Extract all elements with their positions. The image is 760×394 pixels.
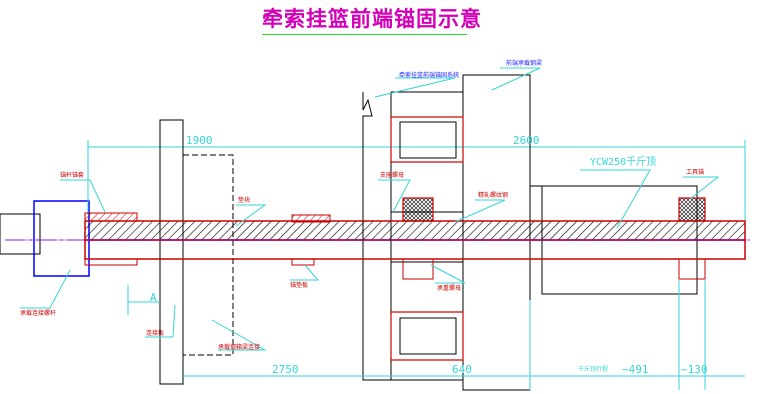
label-top-1: 牵索挂篮前端锚固系统 (399, 72, 460, 79)
dim-2750: 2750 (272, 363, 299, 376)
label-right-nut: 工具锚 (686, 169, 705, 176)
pad-middle (402, 197, 434, 222)
left-stub (0, 213, 41, 255)
dim-130: ~130 (681, 363, 708, 376)
label-left-top: 锚杆锚套 (60, 172, 85, 179)
mid-column-left (362, 92, 392, 381)
mid-nut-low (291, 258, 315, 266)
left-block-inner (182, 154, 234, 356)
label-lower-rod: 承重螺母 (437, 285, 462, 292)
left-block (159, 119, 184, 385)
label-anchor-plate: 锚垫板 (290, 282, 309, 289)
pad-right (678, 197, 706, 222)
label-bottom-left2: 连接板 (146, 330, 165, 337)
label-anchor-rod2: 精轧螺纹钢 (478, 192, 509, 199)
left-bracket (33, 200, 90, 277)
dim-491: ~491 (622, 363, 649, 376)
upper-steel-box (390, 116, 464, 163)
left-nut-low (84, 258, 138, 266)
label-bottom-left: 承载连接螺杆 (20, 310, 57, 317)
title-underline (262, 34, 467, 35)
main-rod-lower (84, 239, 746, 260)
label-bottom-mid2: 承载钢箱梁连接 (218, 344, 261, 351)
lower-steel-box (390, 311, 464, 361)
label-ycw: YCW250千斤顶 (590, 157, 657, 168)
label-pad-mid: 垫块 (238, 197, 251, 204)
drawing-title: 牵索挂篮前端锚固示意 (262, 6, 482, 31)
label-top-2: 前端承载钢梁 (506, 60, 543, 67)
main-rod (84, 220, 746, 241)
upper-steel-inner (399, 121, 457, 159)
pad-middle-low (402, 258, 434, 280)
pad-right-low (678, 258, 706, 280)
label-nut-mid: 支座螺母 (380, 172, 405, 179)
left-nut (84, 212, 138, 222)
lower-steel-inner (399, 317, 457, 355)
mid-nut (291, 214, 331, 223)
dim-2600: 2600 (513, 134, 540, 147)
dim-a: A (150, 291, 157, 304)
dim-1900: 1900 (186, 134, 213, 147)
stroke-label: 千斤顶行程 (578, 366, 609, 373)
dim-640: 640 (452, 363, 472, 376)
